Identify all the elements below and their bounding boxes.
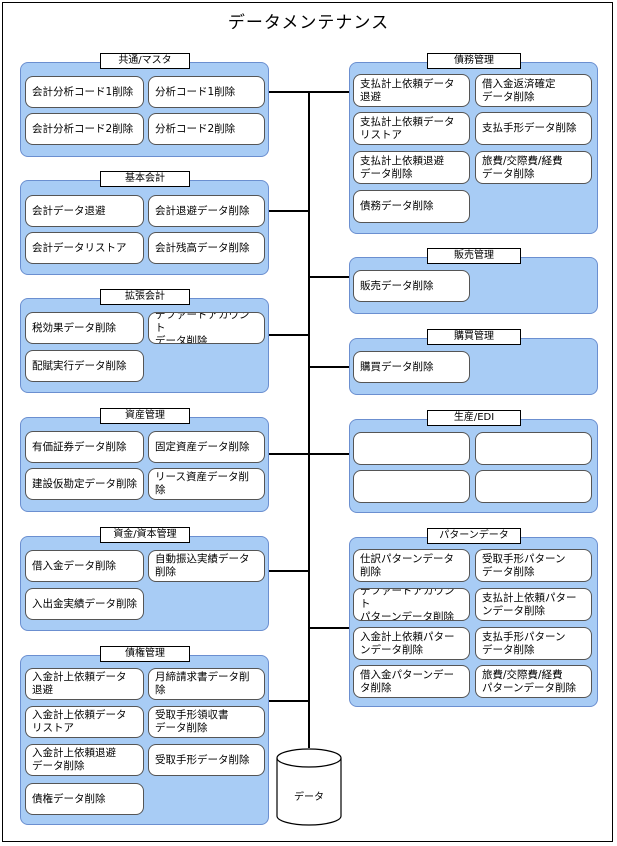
btn-seisan-empty-2[interactable] (475, 432, 592, 465)
btn-seisan-empty-3[interactable] (353, 470, 470, 503)
btn-shiharai-tegata-pattern-delete[interactable]: 支払手形パターン データ削除 (475, 627, 592, 660)
group-label-saimu: 債務管理 (427, 53, 521, 69)
connector-pattern (309, 627, 349, 629)
btn-shiharai-irai-data-restore[interactable]: 支払計上依頼データ リストア (353, 112, 470, 145)
btn-nyukin-irai-taihi-data-delete[interactable]: 入金計上依頼退避 データ削除 (25, 744, 144, 776)
btn-kaikei-data-taihi[interactable]: 会計データ退避 (25, 195, 144, 227)
btn-uketori-tegata-ryoshusho-delete[interactable]: 受取手形領収書 データ削除 (148, 706, 265, 738)
group-label-shikin: 資金/資本管理 (100, 527, 190, 543)
btn-nyukin-irai-pattern-delete[interactable]: 入金計上依頼パター ンデータ削除 (353, 627, 470, 660)
btn-nyukin-irai-data-taihi[interactable]: 入金計上依頼データ 退避 (25, 668, 144, 700)
btn-nyukin-irai-data-restore[interactable]: 入金計上依頼データ リストア (25, 706, 144, 738)
btn-yuka-shoken-data-delete[interactable]: 有価証券データ削除 (25, 431, 144, 463)
connector-shisan (269, 453, 309, 455)
btn-jidou-furikomi-jisseki-delete[interactable]: 自動振込実績データ 削除 (148, 550, 265, 582)
connector-seisan (309, 453, 349, 455)
btn-seisan-empty-4[interactable] (475, 470, 592, 503)
database-icon (276, 748, 342, 826)
btn-nyushukkin-jisseki-data-delete[interactable]: 入出金実績データ削除 (25, 588, 144, 620)
btn-kariirekin-data-delete[interactable]: 借入金データ削除 (25, 550, 144, 582)
group-label-kobai: 購買管理 (427, 329, 521, 345)
btn-kaikei-bunseki-code1-delete[interactable]: 会計分析コード1削除 (25, 76, 144, 108)
group-label-kihon: 基本会計 (100, 171, 190, 187)
btn-shiharai-tegata-data-delete[interactable]: 支払手形データ削除 (475, 112, 592, 145)
btn-uketori-tegata-pattern-delete[interactable]: 受取手形パターン データ削除 (475, 549, 592, 582)
group-label-seisan: 生産/EDI (427, 410, 521, 426)
group-label-shisan: 資産管理 (100, 408, 190, 424)
connector-shikin (269, 570, 309, 572)
connector-kihon (269, 210, 309, 212)
group-label-pattern: パターンデータ (427, 528, 521, 544)
btn-deferred-account-data-delete[interactable]: デファードアカウント データ削除 (148, 312, 265, 344)
btn-kotei-shisan-data-delete[interactable]: 固定資産データ削除 (148, 431, 265, 463)
diagram-title: データメンテナンス (227, 13, 390, 33)
database-label: データ (294, 792, 324, 803)
group-label-saiken: 債権管理 (100, 646, 190, 662)
btn-tsukijime-seikyusho-data-delete[interactable]: 月締請求書データ削除 (148, 668, 265, 700)
btn-saimu-data-delete[interactable]: 債務データ削除 (353, 190, 470, 223)
btn-ryohi-kosaihi-keihi-data-delete[interactable]: 旅費/交際費/経費 データ削除 (475, 151, 592, 184)
btn-hanbai-data-delete[interactable]: 販売データ削除 (353, 270, 470, 302)
btn-bunseki-code1-delete[interactable]: 分析コード1削除 (148, 76, 265, 108)
btn-seisan-empty-1[interactable] (353, 432, 470, 465)
btn-kaikei-bunseki-code2-delete[interactable]: 会計分析コード2削除 (25, 113, 144, 145)
btn-bunseki-code2-delete[interactable]: 分析コード2削除 (148, 113, 265, 145)
btn-kobai-data-delete[interactable]: 購買データ削除 (353, 351, 470, 383)
connector-kyotsu (269, 91, 349, 93)
btn-kaikei-taihi-data-delete[interactable]: 会計退避データ削除 (148, 195, 265, 227)
btn-ryohi-kosaihi-keihi-pattern-delete[interactable]: 旅費/交際費/経費 パターンデータ削除 (475, 665, 592, 698)
group-label-hanbai: 販売管理 (427, 248, 521, 264)
btn-kariirekin-pattern-delete[interactable]: 借入金パターンデー タ削除 (353, 665, 470, 698)
btn-kaikei-zandaka-data-delete[interactable]: 会計残高データ削除 (148, 232, 265, 264)
group-label-kakucho: 拡張会計 (100, 289, 190, 305)
connector-kakucho (269, 334, 309, 336)
connector-kobai (309, 366, 349, 368)
btn-deferred-account-pattern-delete[interactable]: デファードアカウント パターンデータ削除 (353, 588, 470, 621)
btn-shiharai-irai-data-taihi[interactable]: 支払計上依頼データ 退避 (353, 74, 470, 107)
btn-zeikouka-data-delete[interactable]: 税効果データ削除 (25, 312, 144, 344)
group-label-kyotsu: 共通/マスタ (100, 53, 190, 69)
btn-haifu-jikkou-data-delete[interactable]: 配賦実行データ削除 (25, 350, 144, 382)
btn-kariirekin-hensai-kakutei-delete[interactable]: 借入金返済確定 データ削除 (475, 74, 592, 107)
btn-shiwake-pattern-data-delete[interactable]: 仕訳パターンデータ 削除 (353, 549, 470, 582)
connector-trunk (308, 91, 310, 748)
btn-shiharai-irai-pattern-delete[interactable]: 支払計上依頼パター ンデータ削除 (475, 588, 592, 621)
connector-hanbai (309, 276, 349, 278)
btn-kaikei-data-restore[interactable]: 会計データリストア (25, 232, 144, 264)
btn-kensetsu-karikanjo-data-delete[interactable]: 建設仮勘定データ削除 (25, 468, 144, 500)
btn-lease-shisan-data-delete[interactable]: リース資産データ削除 (148, 468, 265, 500)
btn-uketori-tegata-data-delete[interactable]: 受取手形データ削除 (148, 744, 265, 776)
connector-saiken (269, 700, 309, 702)
btn-shiharai-irai-taihi-data-delete[interactable]: 支払計上依頼退避 データ削除 (353, 151, 470, 184)
btn-saiken-data-delete[interactable]: 債権データ削除 (25, 783, 144, 815)
